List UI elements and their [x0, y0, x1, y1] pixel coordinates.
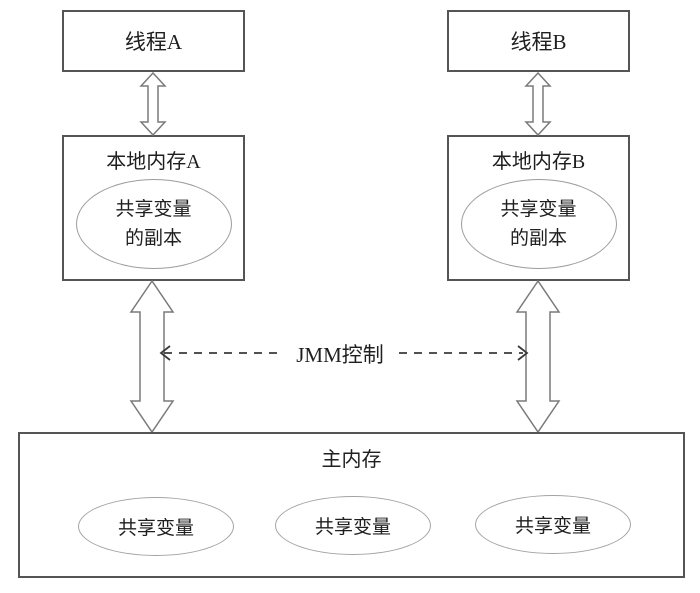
local-memory-a-label: 本地内存A — [106, 151, 201, 173]
local-memory-b-box: 本地内存B 共享变量 的副本 — [447, 135, 630, 281]
shared-variable-copy-b-ellipse: 共享变量 的副本 — [460, 179, 617, 269]
shared-variable-label: 共享变量 — [514, 516, 591, 537]
thread-b-local-b-double-arrow-icon — [524, 71, 552, 137]
local-memory-b-label: 本地内存B — [491, 151, 586, 173]
thread-a-local-a-double-arrow-icon — [139, 71, 167, 137]
shared-variable-copy-a-line1: 共享变量 — [115, 199, 192, 220]
local-a-main-memory-double-arrow-icon — [129, 279, 175, 434]
thread-b-label: 线程B — [510, 30, 567, 54]
shared-variable-label: 共享变量 — [117, 518, 194, 539]
shared-variable-copy-b-line2: 的副本 — [509, 228, 567, 249]
main-memory-box: 主内存 共享变量 共享变量 共享变量 — [18, 432, 685, 578]
shared-variable-label: 共享变量 — [314, 517, 391, 538]
thread-a-label: 线程A — [124, 30, 183, 54]
thread-b-box: 线程B — [447, 10, 630, 72]
local-b-main-memory-double-arrow-icon — [515, 279, 561, 434]
shared-variable-ellipse: 共享变量 — [275, 496, 431, 555]
shared-variable-ellipse: 共享变量 — [78, 497, 234, 556]
main-memory-label: 主内存 — [321, 449, 382, 471]
shared-variable-copy-a-line2: 的副本 — [124, 228, 182, 249]
shared-variable-copy-a-ellipse: 共享变量 的副本 — [75, 179, 232, 269]
shared-variable-ellipse: 共享变量 — [475, 495, 631, 554]
shared-variable-copy-b-line1: 共享变量 — [500, 199, 577, 220]
thread-a-box: 线程A — [62, 10, 245, 72]
local-memory-a-box: 本地内存A 共享变量 的副本 — [62, 135, 245, 281]
jmm-control-label: JMM控制 — [284, 339, 396, 369]
